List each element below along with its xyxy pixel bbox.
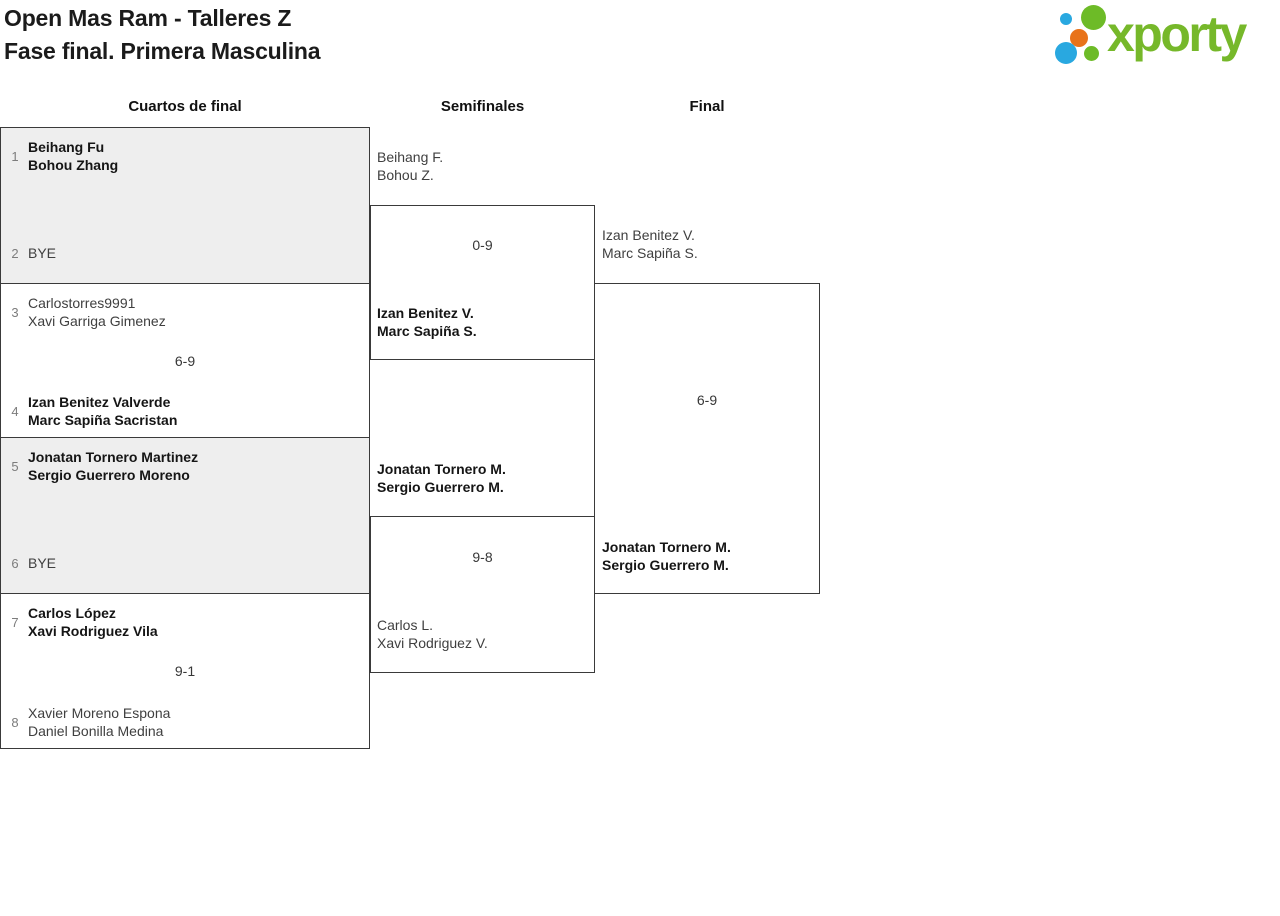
match-slot: 3 Carlostorres9991 Xavi Garriga Gimenez xyxy=(9,294,365,330)
logo-dot-icon xyxy=(1060,13,1072,25)
player-name: Marc Sapiña S. xyxy=(377,323,477,339)
match-slot: 4 Izan Benitez Valverde Marc Sapiña Sacr… xyxy=(9,393,365,429)
team-name: Izan Benitez V. Marc Sapiña S. xyxy=(377,304,477,340)
match-qf-4: 7 Carlos López Xavi Rodriguez Vila 9-1 8… xyxy=(0,593,370,749)
match-sf-1 xyxy=(370,205,595,360)
team-name: Beihang Fu Bohou Zhang xyxy=(28,138,118,174)
team-name: Jonatan Tornero Martinez Sergio Guerrero… xyxy=(28,448,198,484)
logo-dot-icon xyxy=(1055,42,1077,64)
logo-dot-icon xyxy=(1081,5,1106,30)
player-name: Carlostorres9991 xyxy=(28,295,136,311)
match-qf-1: 1 Beihang Fu Bohou Zhang 2 BYE xyxy=(0,127,370,284)
player-name: BYE xyxy=(28,245,57,261)
page-title: Open Mas Ram - Talleres Z xyxy=(4,5,292,31)
player-name: Daniel Bonilla Medina xyxy=(28,723,164,739)
player-name: Xavi Rodriguez Vila xyxy=(28,623,158,639)
player-name: Xavier Moreno Espona xyxy=(28,705,171,721)
player-name: Sergio Guerrero M. xyxy=(377,479,504,495)
player-name: Sergio Guerrero Moreno xyxy=(28,467,190,483)
match-qf-2: 3 Carlostorres9991 Xavi Garriga Gimenez … xyxy=(0,283,370,438)
player-name: Beihang Fu xyxy=(28,139,105,155)
team-name: Izan Benitez V. Marc Sapiña S. xyxy=(602,226,698,262)
player-name: Xavi Rodriguez V. xyxy=(377,635,488,651)
team-name: Jonatan Tornero M. Sergio Guerrero M. xyxy=(377,460,506,496)
player-name: Carlos L. xyxy=(377,617,434,633)
seed-number: 3 xyxy=(11,304,19,320)
match-score: 6-9 xyxy=(696,392,718,408)
match-slot: 5 Jonatan Tornero Martinez Sergio Guerre… xyxy=(9,448,365,484)
player-name: Marc Sapiña Sacristan xyxy=(28,412,178,428)
player-name: Carlos López xyxy=(28,605,116,621)
logo-dot-icon xyxy=(1084,46,1099,61)
match-final xyxy=(594,283,820,594)
match-sf-2 xyxy=(370,516,595,673)
player-name: Xavi Garriga Gimenez xyxy=(28,313,166,329)
player-name: Jonatan Tornero M. xyxy=(602,539,731,555)
match-slot: 6 BYE xyxy=(9,554,365,585)
player-name: Bohou Zhang xyxy=(28,157,119,173)
team-name: BYE xyxy=(28,244,56,262)
player-name: Sergio Guerrero M. xyxy=(602,557,729,573)
match-qf-3: 5 Jonatan Tornero Martinez Sergio Guerre… xyxy=(0,437,370,594)
player-name: Jonatan Tornero M. xyxy=(377,461,506,477)
team-name: Carlostorres9991 Xavi Garriga Gimenez xyxy=(28,294,166,330)
seed-number: 4 xyxy=(11,403,19,419)
player-name: Beihang F. xyxy=(377,149,444,165)
round-header-final: Final xyxy=(689,98,725,115)
player-name: Izan Benitez Valverde xyxy=(28,394,171,410)
seed-number: 1 xyxy=(11,148,19,164)
team-name: Beihang F. Bohou Z. xyxy=(377,148,443,184)
team-name: Xavier Moreno Espona Daniel Bonilla Medi… xyxy=(28,704,170,740)
match-slot: 1 Beihang Fu Bohou Zhang xyxy=(9,138,365,174)
match-score: 9-8 xyxy=(472,549,493,565)
team-name: Carlos L. Xavi Rodriguez V. xyxy=(377,616,488,652)
match-slot: 8 Xavier Moreno Espona Daniel Bonilla Me… xyxy=(9,704,365,740)
match-score: 0-9 xyxy=(472,237,493,253)
team-name: Izan Benitez Valverde Marc Sapiña Sacris… xyxy=(28,393,177,429)
player-name: Izan Benitez V. xyxy=(377,305,474,321)
page-subtitle: Fase final. Primera Masculina xyxy=(4,38,321,64)
seed-number: 8 xyxy=(11,714,19,730)
round-header-semifinals: Semifinales xyxy=(440,98,525,115)
match-slot: 7 Carlos López Xavi Rodriguez Vila xyxy=(9,604,365,640)
xporty-logo-text: xporty xyxy=(1107,6,1247,62)
match-slot: 2 BYE xyxy=(9,244,365,275)
seed-number: 2 xyxy=(11,245,19,261)
seed-number: 7 xyxy=(11,614,19,630)
player-name: Izan Benitez V. xyxy=(602,227,695,243)
team-name: Jonatan Tornero M. Sergio Guerrero M. xyxy=(602,538,731,574)
match-score: 9-1 xyxy=(174,663,196,679)
team-name: Carlos López Xavi Rodriguez Vila xyxy=(28,604,158,640)
player-name: Marc Sapiña S. xyxy=(602,245,698,261)
seed-number: 5 xyxy=(11,458,19,474)
page-header: Open Mas Ram - Talleres Z Fase final. Pr… xyxy=(4,2,321,68)
logo-dot-icon xyxy=(1070,29,1088,47)
player-name: Bohou Z. xyxy=(377,167,434,183)
match-score: 6-9 xyxy=(174,352,196,369)
player-name: BYE xyxy=(28,555,57,571)
round-header-quarterfinals: Cuartos de final xyxy=(128,98,242,115)
team-name: BYE xyxy=(28,554,56,572)
xporty-logo[interactable]: xporty xyxy=(1050,0,1276,72)
player-name: Jonatan Tornero Martinez xyxy=(28,449,199,465)
seed-number: 6 xyxy=(11,555,19,571)
